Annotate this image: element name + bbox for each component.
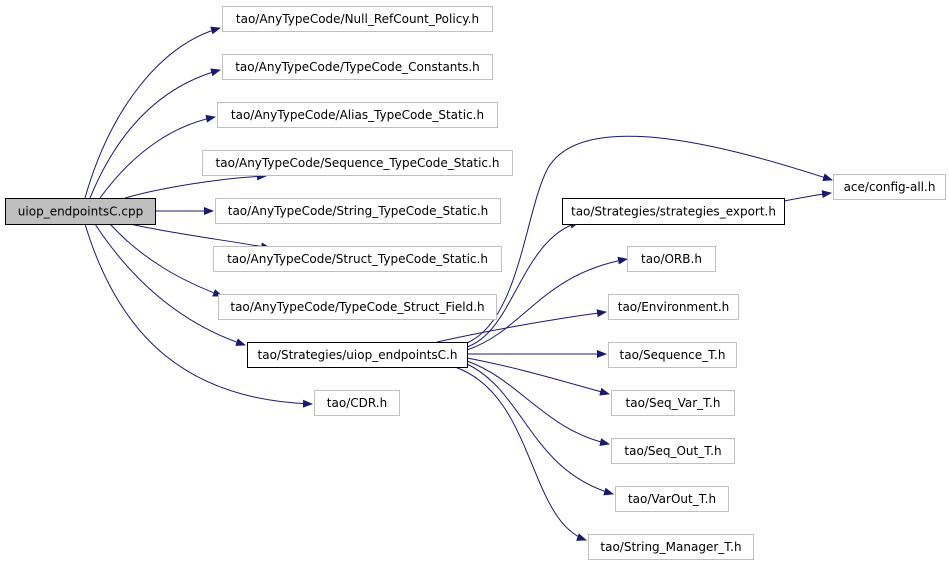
node-box xyxy=(833,174,946,200)
node-label: ace/config-all.h xyxy=(844,180,936,194)
edge-uiop_h-to-orb xyxy=(466,256,628,351)
node-box xyxy=(611,390,735,416)
node-uiop_h[interactable]: tao/Strategies/uiop_endpointsC.h xyxy=(247,342,468,368)
edge-root-to-uiop_h xyxy=(94,223,246,346)
edge-uiop_h-to-string_manager xyxy=(454,366,587,541)
node-strategies_export[interactable]: tao/Strategies/strategies_export.h xyxy=(562,198,785,225)
node-box xyxy=(218,294,497,320)
node-label: tao/AnyTypeCode/TypeCode_Constants.h xyxy=(235,60,480,74)
edge-line xyxy=(454,366,587,541)
edge-line xyxy=(109,223,223,297)
edge-root-to-struct_static xyxy=(129,223,271,251)
node-seq_out_t[interactable]: tao/Seq_Out_T.h xyxy=(611,438,735,464)
node-struct_field[interactable]: tao/AnyTypeCode/TypeCode_Struct_Field.h xyxy=(218,294,497,320)
node-label: tao/AnyTypeCode/Alias_TypeCode_Static.h xyxy=(231,108,484,122)
node-label: tao/VarOut_T.h xyxy=(628,492,716,506)
edge-root-to-alias_static xyxy=(99,114,216,199)
node-label: tao/AnyTypeCode/Sequence_TypeCode_Static… xyxy=(216,156,500,170)
node-box xyxy=(222,54,493,80)
edge-root-to-struct_field xyxy=(109,223,223,297)
node-label: tao/Environment.h xyxy=(618,300,730,314)
node-seq_var_t[interactable]: tao/Seq_Var_T.h xyxy=(611,390,735,416)
edge-uiop_h-to-seq_var_t xyxy=(466,357,610,396)
node-box xyxy=(608,342,737,368)
edge-root-to-sequence_static xyxy=(124,172,267,199)
node-box xyxy=(202,150,513,176)
node-struct_static[interactable]: tao/AnyTypeCode/Struct_TypeCode_Static.h xyxy=(213,246,502,272)
node-label: tao/Seq_Var_T.h xyxy=(626,396,721,410)
node-box xyxy=(588,534,754,560)
node-sequence_t[interactable]: tao/Sequence_T.h xyxy=(608,342,737,368)
node-sequence_static[interactable]: tao/AnyTypeCode/Sequence_TypeCode_Static… xyxy=(202,150,513,176)
edge-uiop_h-to-config_all xyxy=(466,135,833,344)
node-box xyxy=(247,342,468,368)
node-root[interactable]: uiop_endpointsC.cpp xyxy=(5,198,156,225)
node-box xyxy=(215,198,501,224)
node-box xyxy=(562,198,785,225)
node-label: tao/String_Manager_T.h xyxy=(600,540,741,554)
node-box xyxy=(217,102,498,128)
node-label: tao/AnyTypeCode/TypeCode_Struct_Field.h xyxy=(230,300,484,314)
edge-line xyxy=(129,223,271,251)
node-box xyxy=(615,486,729,512)
node-cdr[interactable]: tao/CDR.h xyxy=(314,390,400,416)
node-box xyxy=(608,294,739,320)
edge-root-to-cdr xyxy=(84,223,313,408)
edge-strategies_export-to-config_all xyxy=(783,190,832,202)
edge-root-to-null_refcount xyxy=(84,26,221,199)
edge-line xyxy=(466,256,628,351)
node-label: tao/AnyTypeCode/Struct_TypeCode_Static.h xyxy=(227,252,488,266)
edge-line xyxy=(466,357,610,396)
node-label: tao/ORB.h xyxy=(641,252,702,266)
edge-root-to-tc_constants xyxy=(89,68,221,199)
node-varout_t[interactable]: tao/VarOut_T.h xyxy=(615,486,729,512)
node-config_all[interactable]: ace/config-all.h xyxy=(833,174,946,200)
node-string_static[interactable]: tao/AnyTypeCode/String_TypeCode_Static.h xyxy=(215,198,501,224)
node-label: tao/Strategies/uiop_endpointsC.h xyxy=(258,348,458,362)
node-box xyxy=(222,6,493,32)
edge-uiop_h-to-environment xyxy=(436,309,607,343)
node-box xyxy=(627,246,716,272)
node-box xyxy=(213,246,502,272)
nodes-layer: uiop_endpointsC.cpp tao/AnyTypeCode/Null_… xyxy=(5,6,946,560)
edge-line xyxy=(466,363,614,496)
edge-line xyxy=(84,26,221,199)
edge-line xyxy=(466,360,610,446)
edge-line xyxy=(466,220,580,348)
node-environment[interactable]: tao/Environment.h xyxy=(608,294,739,320)
edge-line xyxy=(124,172,267,199)
edge-uiop_h-to-seq_out_t xyxy=(466,360,610,446)
edge-uiop_h-to-strategies_export xyxy=(466,220,580,348)
node-tc_constants[interactable]: tao/AnyTypeCode/TypeCode_Constants.h xyxy=(222,54,493,80)
node-label: uiop_endpointsC.cpp xyxy=(18,205,143,219)
node-null_refcount[interactable]: tao/AnyTypeCode/Null_RefCount_Policy.h xyxy=(222,6,493,32)
node-label: tao/AnyTypeCode/Null_RefCount_Policy.h xyxy=(236,12,479,26)
edges-layer xyxy=(84,26,833,541)
node-box xyxy=(611,438,735,464)
node-label: tao/CDR.h xyxy=(327,396,387,410)
node-label: tao/Seq_Out_T.h xyxy=(624,444,721,458)
node-alias_static[interactable]: tao/AnyTypeCode/Alias_TypeCode_Static.h xyxy=(217,102,498,128)
edge-uiop_h-to-varout_t xyxy=(466,363,614,496)
node-orb[interactable]: tao/ORB.h xyxy=(627,246,716,272)
edge-line xyxy=(436,309,607,343)
node-label: tao/Strategies/strategies_export.h xyxy=(571,205,776,219)
node-label: tao/Sequence_T.h xyxy=(620,348,726,362)
edge-line xyxy=(99,114,216,199)
node-label: tao/AnyTypeCode/String_TypeCode_Static.h xyxy=(228,204,489,218)
edge-line xyxy=(94,223,246,346)
edge-line xyxy=(84,223,313,408)
node-box xyxy=(314,390,400,416)
edge-line xyxy=(783,190,832,202)
node-box xyxy=(5,198,156,225)
node-string_manager[interactable]: tao/String_Manager_T.h xyxy=(588,534,754,560)
edge-line xyxy=(89,68,221,199)
edge-line xyxy=(466,135,833,344)
